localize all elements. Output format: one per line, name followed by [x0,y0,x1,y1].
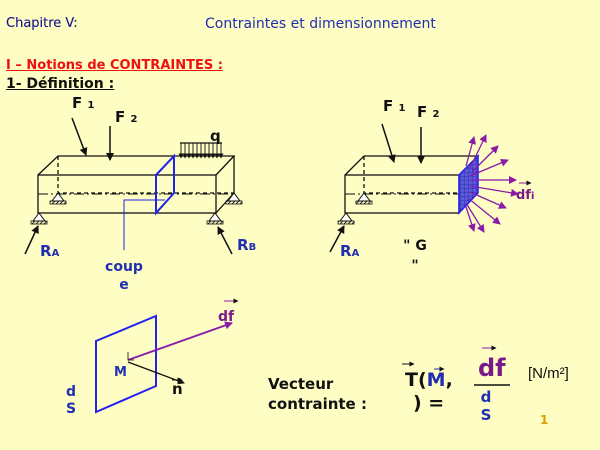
formula-close: ) = [413,392,445,414]
right-angle-mark [127,352,134,361]
page-number: 1 [540,413,549,427]
formula-t: T(M, [405,369,453,391]
subsection-heading: 1- Définition : [6,76,115,92]
label-ds: dS [65,384,77,417]
support-left-a [30,192,67,225]
label-n-normal: n [172,380,183,398]
label-coupe: coupe [105,259,143,293]
label-f1-left: F 1 [72,94,95,112]
force-f1-right-arrow [381,123,396,163]
vector-overarrows [224,180,532,351]
formula-ds: dS [480,388,492,424]
label-g: " G " [403,238,427,274]
label-df-vector: df [218,309,235,325]
slide-title: Contraintes et dimensionnement [205,16,436,32]
reaction-ra-left-arrow [24,225,39,255]
stress-vectors-dfi [465,134,519,233]
label-f2-left: F 2 [115,108,138,126]
formula-df: df [478,354,506,382]
force-f1-left-arrow [71,117,88,156]
label-m-point: M [114,365,127,380]
df-vector-arrow [127,321,233,361]
label-f1-right: F 1 [383,97,406,115]
support-left-b [206,192,243,225]
label-ra-left: RA [40,242,60,260]
right-beam [344,155,480,214]
label-f2-right: F 2 [417,103,440,121]
formula-unit: [N/m²] [528,365,569,382]
label-dfi: dfi [516,188,535,203]
reaction-ra-right-arrow [329,225,345,253]
label-ra-right: RA [340,242,360,260]
support-right-a [337,192,373,225]
section-heading: I – Notions de CONTRAINTES : [6,58,223,73]
chapter-label: Chapitre V: [6,16,78,31]
label-q: q [210,127,221,145]
distributed-load-q [178,142,224,159]
label-rb: RB [237,236,257,254]
cut-plane [123,153,175,250]
reaction-rb-arrow [217,226,233,255]
left-beam [37,155,236,214]
surface-element-ds [95,314,157,414]
formula-label: Vecteur contrainte : [268,375,367,413]
